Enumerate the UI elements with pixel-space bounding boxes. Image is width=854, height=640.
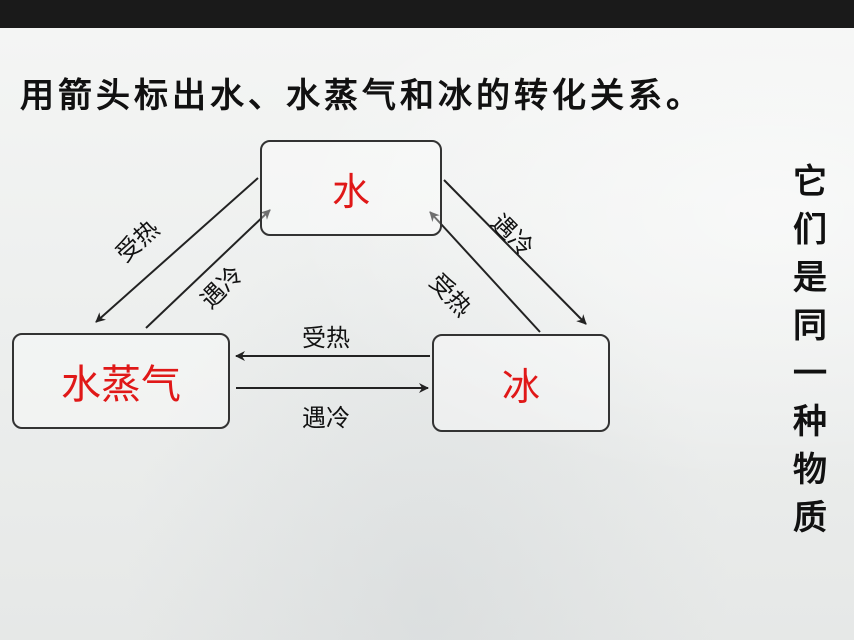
- side-char: 们: [793, 210, 827, 250]
- arrow-ice-to-water: [429, 211, 541, 333]
- projector-screen: 用箭头标出水、水蒸气和冰的转化关系。 水 水蒸气 冰 受热 遇冷 遇冷 受热 受…: [0, 28, 854, 640]
- edge-label-ice-to-vapor: 受热: [302, 324, 350, 352]
- side-char: 物: [793, 450, 827, 490]
- arrows-layer: [95, 177, 587, 393]
- arrow-vapor-to-water-inner: [145, 209, 271, 329]
- node-ice: 冰: [432, 334, 610, 432]
- arrow-water-to-vapor-outer: [95, 177, 259, 323]
- side-char: 种: [793, 402, 827, 442]
- node-vapor-label: 水蒸气: [61, 362, 181, 408]
- arrow-water-to-ice: [443, 179, 587, 325]
- side-char: 它: [793, 162, 827, 202]
- side-char: 是: [793, 258, 827, 298]
- side-char: 一: [793, 354, 827, 394]
- question-title: 用箭头标出水、水蒸气和冰的转化关系。: [20, 76, 704, 116]
- node-water-vapor: 水蒸气: [12, 333, 230, 429]
- node-ice-label: 冰: [501, 364, 540, 409]
- side-note: 它 们 是 同 一 种 物 质: [780, 158, 840, 542]
- edge-label-vapor-to-ice: 遇冷: [302, 404, 350, 432]
- node-water-label: 水: [331, 169, 370, 214]
- node-water: 水: [260, 140, 442, 236]
- side-char: 质: [793, 498, 827, 538]
- side-char: 同: [793, 306, 827, 346]
